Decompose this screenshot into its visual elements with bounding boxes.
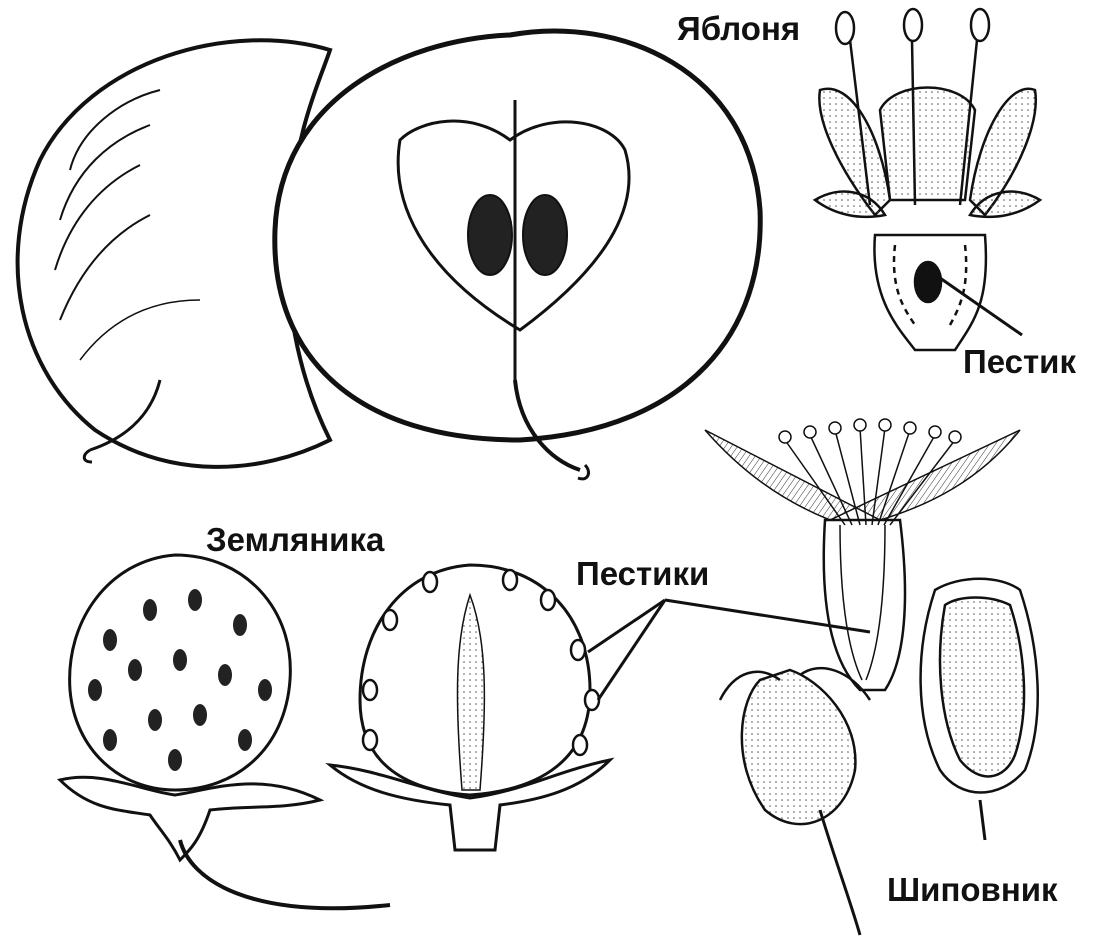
label-strawberry: Земляника [206,523,384,556]
apple-cross-section [275,31,760,479]
label-rosehip: Шиповник [887,873,1058,906]
apple-flower-section [815,9,1040,350]
whole-strawberry-illustration [60,555,390,908]
strawberry-cross-section [330,565,610,850]
label-apple: Яблоня [677,12,800,45]
label-pistil: Пестик [963,345,1076,378]
label-pistils: Пестики [576,557,709,590]
